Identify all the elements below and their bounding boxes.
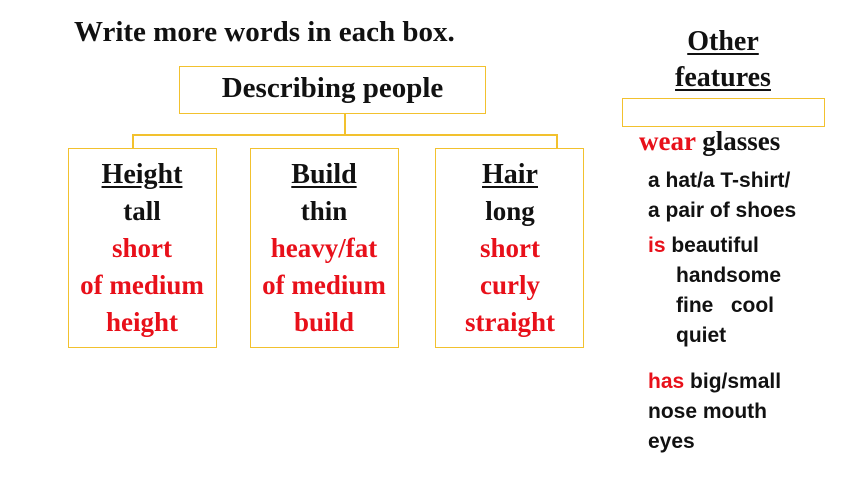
connector-bar: [132, 134, 558, 136]
height-added-word: short: [112, 233, 172, 263]
is-word-line: handsome: [676, 264, 782, 287]
root-label: Describing people: [221, 72, 444, 104]
is-word-line: fine cool: [676, 294, 775, 317]
has-line: has big/small: [648, 367, 781, 397]
connector-stem: [344, 114, 346, 136]
height-added-word: height: [105, 307, 178, 337]
hair-added-word: straight: [465, 307, 555, 337]
other-features-blank-box: [622, 98, 825, 127]
has-word-line: nose mouth: [648, 400, 767, 423]
is-word: beautiful: [671, 234, 759, 257]
wear-more-line: a hat/a T-shirt/: [648, 169, 791, 192]
is-word-line: quiet: [676, 324, 727, 347]
hair-box: [435, 148, 584, 348]
is-line: is beautiful: [648, 231, 759, 261]
hair-given-word: long: [485, 196, 535, 226]
height-heading: Height: [101, 159, 183, 190]
other-features-title-line: features: [675, 62, 771, 93]
has-verb: has: [648, 370, 685, 393]
build-added-word: build: [293, 307, 355, 337]
hair-added-word: short: [480, 233, 540, 263]
wear-object: glasses: [702, 126, 781, 156]
other-features-title-line: Other: [687, 26, 759, 57]
build-added-word: of medium: [262, 270, 386, 300]
build-column: Build thin heavy/fat of medium build: [246, 156, 402, 341]
build-added-word: heavy/fat: [270, 233, 378, 263]
hair-added-word: curly: [480, 270, 540, 300]
root-box: [179, 66, 486, 114]
has-word-line: eyes: [648, 430, 695, 453]
connector-left: [132, 134, 134, 148]
build-heading: Build: [291, 159, 357, 190]
is-verb: is: [648, 234, 666, 257]
connector-right: [556, 134, 558, 148]
instruction-text: Write more words in each box.: [74, 16, 455, 48]
height-added-word: of medium: [80, 270, 204, 300]
build-given-word: thin: [300, 196, 348, 226]
has-word: big/small: [690, 370, 782, 393]
build-box: [250, 148, 399, 348]
wear-line: wear glasses: [639, 126, 780, 157]
hair-column: Hair long short curly straight: [432, 156, 588, 341]
other-features-title: Other features: [640, 24, 806, 96]
height-given-word: tall: [123, 196, 161, 226]
hair-heading: Hair: [482, 159, 538, 190]
height-box: [68, 148, 217, 348]
wear-more-line: a pair of shoes: [648, 199, 797, 222]
wear-verb: wear: [639, 126, 696, 156]
height-column: Height tall short of medium height: [64, 156, 220, 341]
